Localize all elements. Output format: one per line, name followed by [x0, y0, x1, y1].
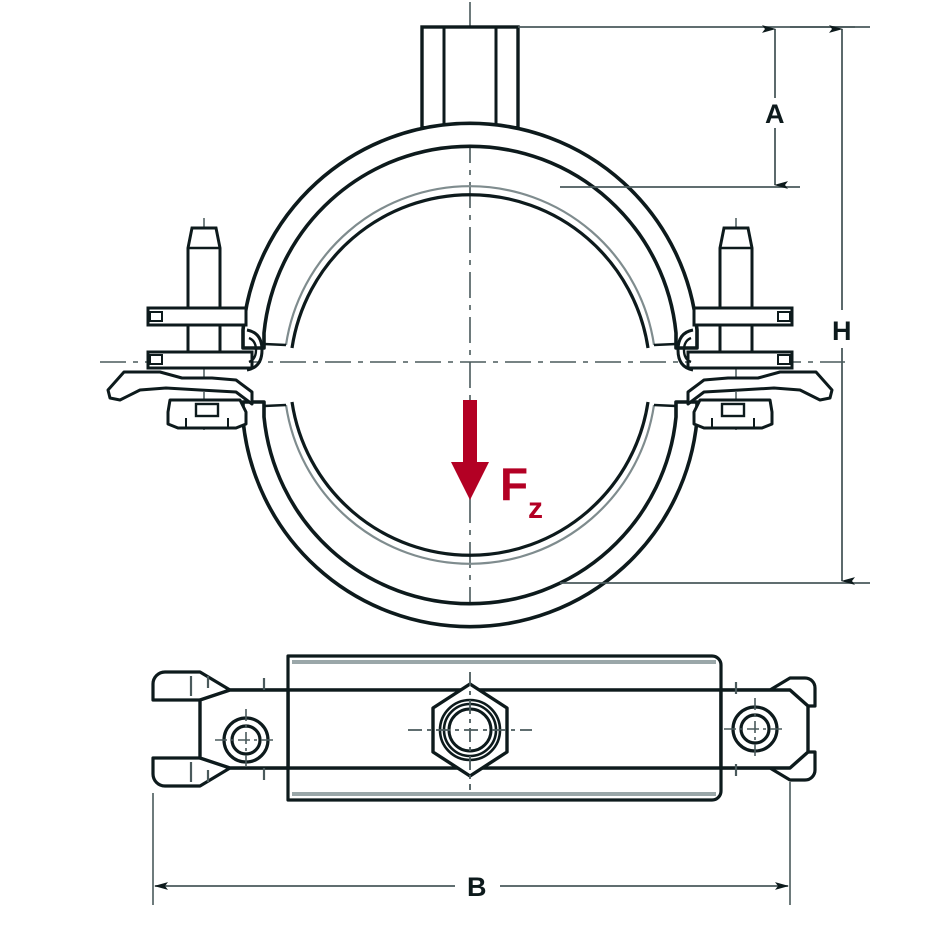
- dim-b-label: B: [467, 872, 487, 902]
- front-elevation-view: [100, 2, 845, 629]
- upper-insert-end-right: [653, 342, 677, 347]
- hex-nut-centerline: [408, 672, 532, 790]
- left-lower-washer-notch: [149, 354, 163, 365]
- force-label-fz: F z: [500, 458, 543, 525]
- right-lower-washer-notch: [777, 354, 791, 365]
- left-bolt-midbody: [186, 323, 222, 354]
- left-upper-washer: [146, 306, 248, 327]
- left-upper-washer-notch: [149, 311, 163, 322]
- force-subscript: z: [528, 492, 543, 525]
- plan-left-hole-centerline: [215, 709, 277, 771]
- right-lower-washer: [686, 350, 794, 370]
- boss-outer-body: [420, 25, 520, 134]
- right-bolt-assembly: [676, 218, 834, 430]
- lower-insert-end-left: [263, 403, 287, 408]
- right-band-hook-inner: [682, 336, 692, 364]
- dim-h-label: H: [832, 316, 852, 346]
- left-bolt-assembly: [106, 218, 264, 430]
- lower-insert-inner-line: [290, 401, 650, 557]
- plan-right-hole-centerline: [724, 698, 786, 760]
- dim-a-label: A: [765, 99, 785, 129]
- dim-h: H: [560, 25, 870, 585]
- left-band-hook-outer: [246, 328, 264, 372]
- lower-insert-end-right: [653, 403, 677, 408]
- upper-clamp-half: [241, 121, 699, 350]
- lower-insert-outer-line: [284, 404, 656, 565]
- plan-b-extension-lines: [152, 782, 791, 905]
- right-bolt-midbody: [718, 323, 754, 354]
- plan-center-hex-nut: [408, 672, 532, 790]
- force-symbol: F: [500, 458, 528, 510]
- right-nut-bore: [720, 402, 746, 418]
- dim-b: B: [154, 872, 789, 902]
- right-bolt-shank: [718, 226, 754, 310]
- left-bracket-clip: [106, 370, 254, 406]
- plan-left-tab-ticks: [189, 676, 266, 782]
- plan-view: [151, 654, 817, 905]
- right-upper-washer: [692, 306, 794, 327]
- plan-right-end-bracket: [719, 676, 817, 782]
- upper-band-outline: [241, 121, 699, 350]
- upper-insert-inner-line: [290, 193, 650, 349]
- upper-insert-outer-line: [284, 185, 656, 346]
- left-nut-bore: [194, 402, 220, 418]
- top-threaded-boss: [420, 25, 520, 134]
- left-band-hook-inner: [248, 336, 258, 364]
- plan-left-end-bracket: [151, 670, 290, 788]
- right-upper-washer-notch: [777, 311, 791, 322]
- arrow-down-icon: [451, 400, 489, 500]
- upper-insert-end-left: [263, 342, 287, 347]
- force-arrow-fz: [451, 400, 489, 500]
- left-lower-washer: [146, 350, 254, 370]
- right-bracket-clip: [686, 370, 834, 406]
- lower-clamp-half: [241, 400, 699, 629]
- left-bolt-shank: [186, 226, 222, 310]
- right-band-hook-outer: [676, 328, 694, 372]
